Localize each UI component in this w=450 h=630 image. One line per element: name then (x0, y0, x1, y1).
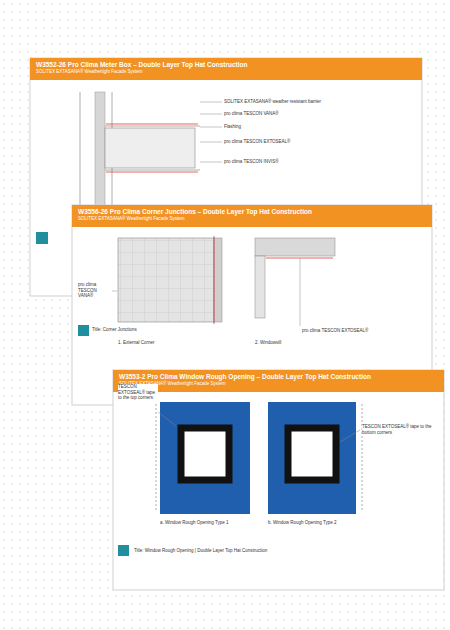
callout-note: b. Window Rough Opening Type 2 (268, 520, 336, 526)
callout-note: Title: Window Rough Opening | Double Lay… (134, 548, 267, 554)
sheet-title: W3552-26 Pro Clima Meter Box – Double La… (36, 61, 416, 69)
sheet-header: W3556-26 Pro Clima Corner Junctions – Do… (72, 205, 432, 227)
callout-note: TESCON EXTOSEAL® tape to the bottom corn… (362, 424, 440, 435)
drawing-sheet: W3556-26 Pro Clima Corner Junctions – Do… (72, 205, 432, 227)
drawing-sheet: W3552-26 Pro Clima Meter Box – Double La… (30, 58, 422, 80)
callout-note: pro clima TESCON EXTOSEAL® (302, 328, 368, 334)
sheet-header: W3553-2 Pro Clima Window Rough Opening –… (113, 370, 444, 392)
callout-note: pro clima TESCON VANA® (224, 111, 279, 117)
sheet-subtitle: SOLITEX EXTASANA® Weathertight Facade Sy… (119, 381, 438, 387)
drawing-sheet: W3553-2 Pro Clima Window Rough Opening –… (113, 370, 444, 392)
sheet-title: W3556-26 Pro Clima Corner Junctions – Do… (78, 208, 426, 216)
callout-note: Flashing (224, 124, 241, 130)
callout-note: pro clima TESCON EXTOSEAL® (224, 139, 290, 145)
callout-note: 2. Windowsill (255, 340, 281, 346)
sheet-subtitle: SOLITEX EXTASANA® Weathertight Facade Sy… (78, 216, 426, 222)
callout-note: a. Window Rough Opening Type 1 (160, 520, 228, 526)
sheet-three (113, 370, 444, 590)
sheet-subtitle: SOLITEX EXTASANA® Weathertight Facade Sy… (36, 69, 416, 75)
callout-note: SOLITEX EXTASANA® weather resistant barr… (224, 99, 321, 105)
sheet-title: W3553-2 Pro Clima Window Rough Opening –… (119, 373, 438, 381)
callout-note: Title: Corner Junctions (92, 327, 137, 333)
callout-note: pro clima TESCON VANA® (78, 282, 112, 299)
callout-note: TESCON EXTOSEAL® tape to the top corners (118, 384, 158, 401)
callout-note: 1. External Corner (118, 340, 155, 346)
callout-note: pro clima TESCON INVIS® (224, 159, 279, 165)
sheet-header: W3552-26 Pro Clima Meter Box – Double La… (30, 58, 422, 80)
